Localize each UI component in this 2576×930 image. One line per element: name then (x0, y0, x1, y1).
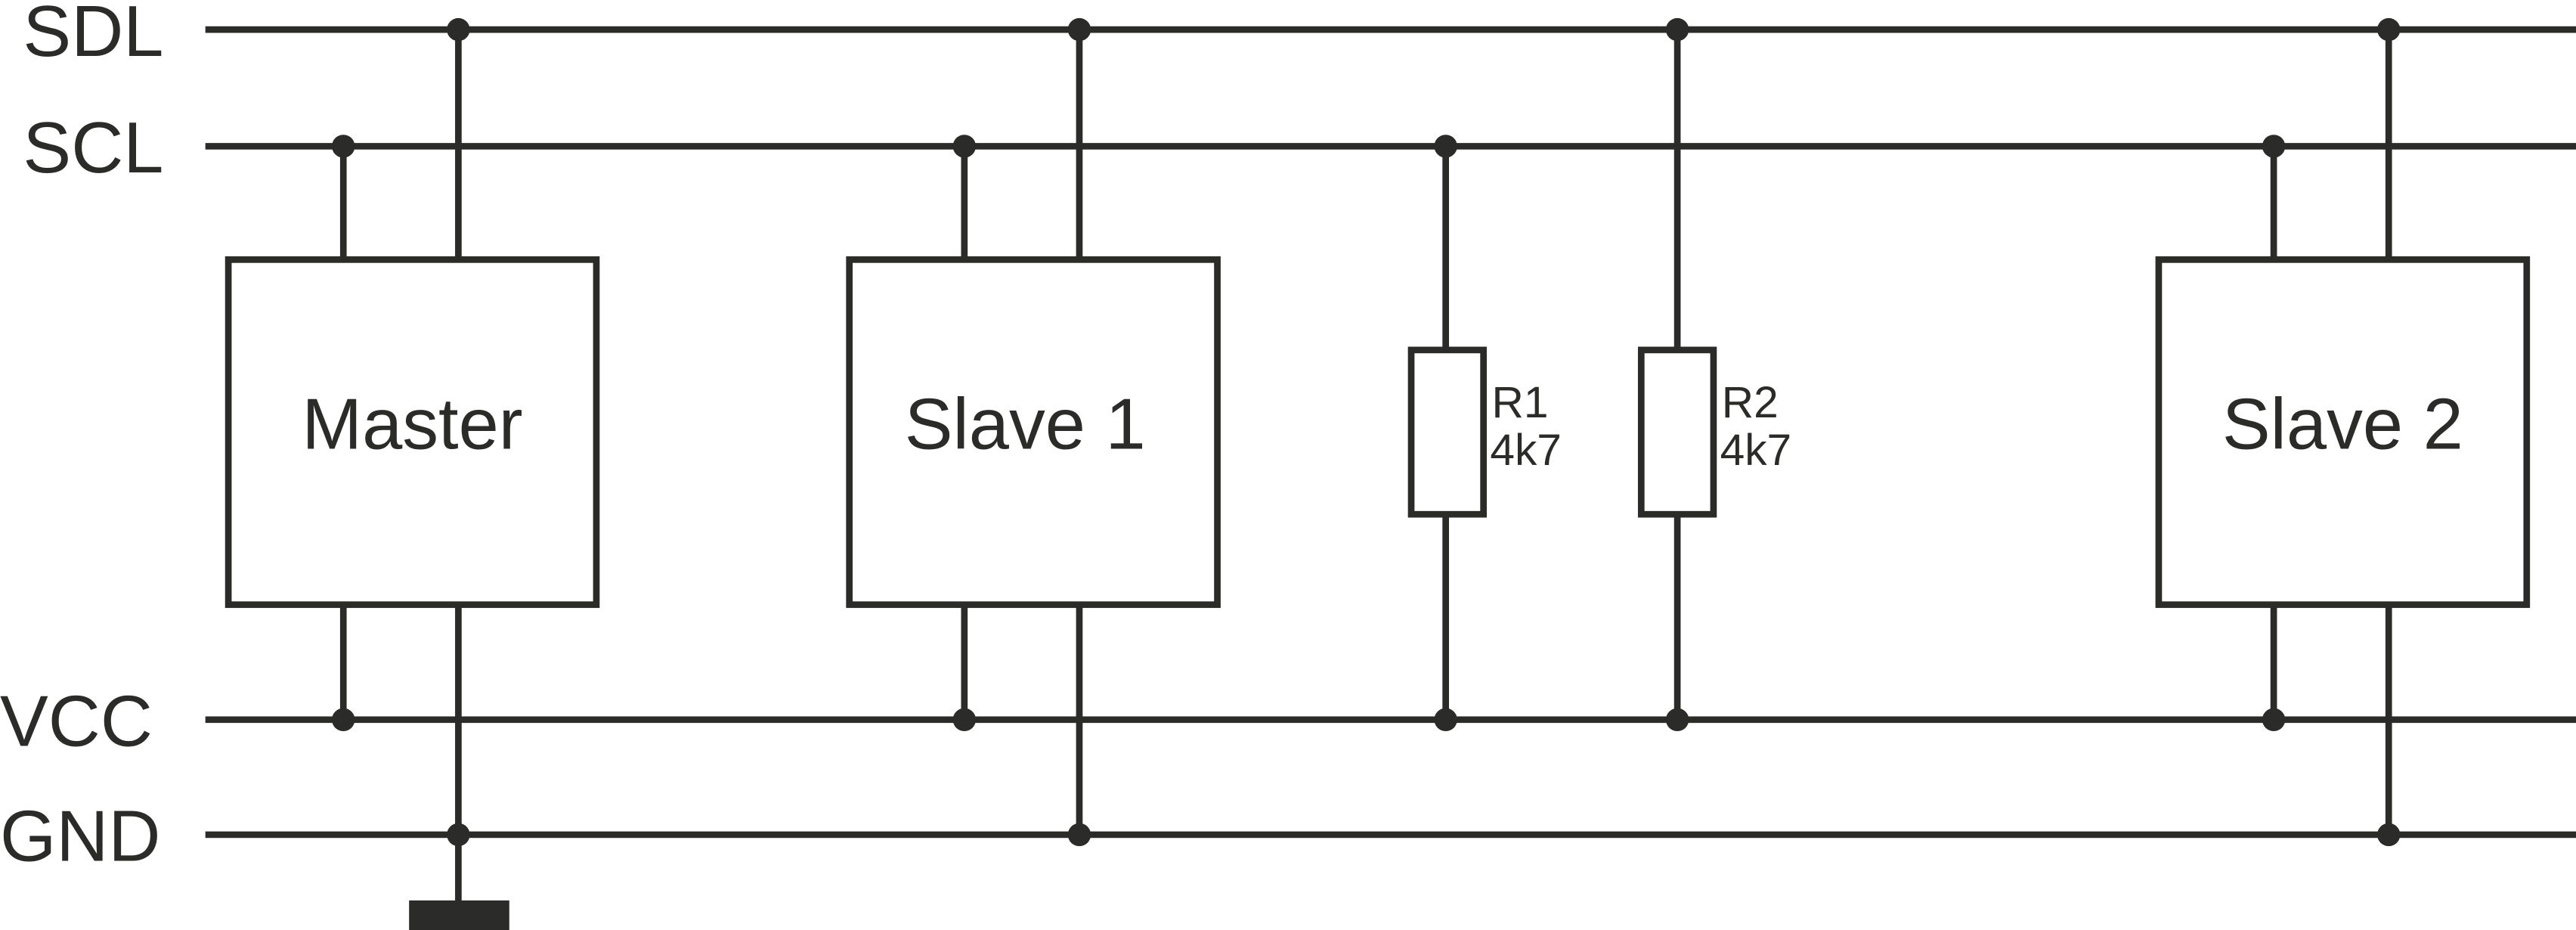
master-label: Master (302, 383, 522, 464)
r2-name: R2 (1722, 378, 1779, 427)
label-vcc: VCC (0, 681, 153, 762)
junction-dot (332, 135, 355, 158)
ground-symbol (409, 900, 509, 930)
junction-dot (447, 823, 470, 847)
r1-name: R1 (1492, 378, 1549, 427)
slave2-block: Slave 2 (2155, 256, 2531, 609)
r2-value: 4k7 (1720, 426, 1792, 475)
junction-dot (2262, 135, 2286, 158)
label-gnd: GND (0, 796, 160, 877)
junction-dot (1434, 708, 1457, 732)
junction-dot (1067, 823, 1091, 847)
resistor-r1: R1 4k7 (1407, 346, 1562, 518)
label-sdl: SDL (23, 0, 163, 72)
r1-value: 4k7 (1490, 426, 1562, 475)
slave2-label: Slave 2 (2222, 383, 2463, 464)
junction-dot (952, 708, 977, 732)
junction-dot (1434, 135, 1457, 158)
resistor-r2: R2 4k7 (1637, 346, 1792, 518)
master-block: Master (224, 256, 600, 609)
junction-dot (1665, 708, 1689, 732)
junction-dot (2377, 17, 2401, 42)
junction-dot (1665, 17, 1689, 42)
junction-dot (2262, 708, 2286, 732)
junction-dot (952, 135, 977, 158)
slave1-label: Slave 1 (905, 383, 1146, 464)
junction-dot (1067, 17, 1091, 42)
slave1-block: Slave 1 (846, 256, 1221, 609)
label-scl: SCL (23, 107, 163, 188)
wires (339, 29, 2392, 904)
junction-dot (332, 708, 355, 732)
junction-dot (447, 17, 470, 42)
junction-dot (2377, 823, 2401, 847)
junction-dots (332, 17, 2401, 847)
